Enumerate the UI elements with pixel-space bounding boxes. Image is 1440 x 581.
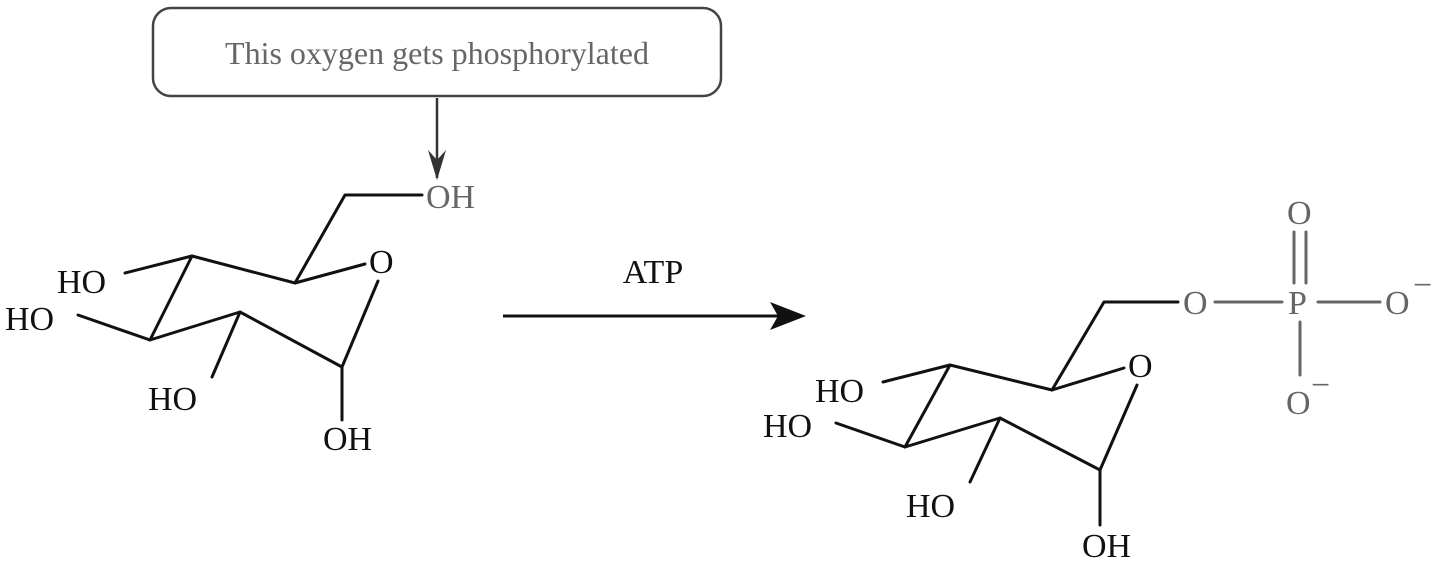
product-o-minus-right: O <box>1385 285 1410 322</box>
callout: This oxygen gets phosphorylated <box>151 6 723 180</box>
product-ring-bonds <box>903 363 1139 472</box>
callout-arrowhead <box>428 150 446 180</box>
product-charge-right: − <box>1413 267 1432 304</box>
product-p: P <box>1288 285 1307 322</box>
reactant-ho-c2: HO <box>148 381 197 418</box>
product-o-double: O <box>1287 195 1312 232</box>
product-o-ester: O <box>1183 285 1208 322</box>
product-charge-bottom: − <box>1311 367 1330 404</box>
reactant-glucose: OH O HO HO HO OH <box>5 179 475 458</box>
reagent-label: ATP <box>623 254 683 291</box>
reactant-oh-c1: OH <box>323 421 372 458</box>
product-ho-c3: HO <box>763 408 812 445</box>
phosphate-bonds <box>1213 230 1382 377</box>
product-o-minus-bottom: O <box>1286 385 1311 422</box>
product-ho-c2: HO <box>906 488 955 525</box>
reaction-arrow-group: ATP <box>503 254 806 330</box>
reactant-ring-bonds <box>148 254 380 369</box>
callout-box <box>151 6 723 98</box>
callout-text: This oxygen gets phosphorylated <box>225 35 649 71</box>
product-glucose-6-phosphate: O P O O − O − O HO HO HO OH <box>763 195 1432 565</box>
product-substituent-bonds <box>834 300 1180 527</box>
reactant-ho-c4: HO <box>57 264 106 301</box>
reaction-arrowhead <box>770 302 806 330</box>
reactant-oh-ch2: OH <box>426 179 475 216</box>
reactant-ho-c3: HO <box>5 301 54 338</box>
reactant-ring-o: O <box>369 244 394 281</box>
product-oh-c1: OH <box>1082 528 1131 565</box>
reactant-substituent-bonds <box>76 193 424 422</box>
product-ring-o: O <box>1128 348 1153 385</box>
product-ho-c4: HO <box>815 373 864 410</box>
